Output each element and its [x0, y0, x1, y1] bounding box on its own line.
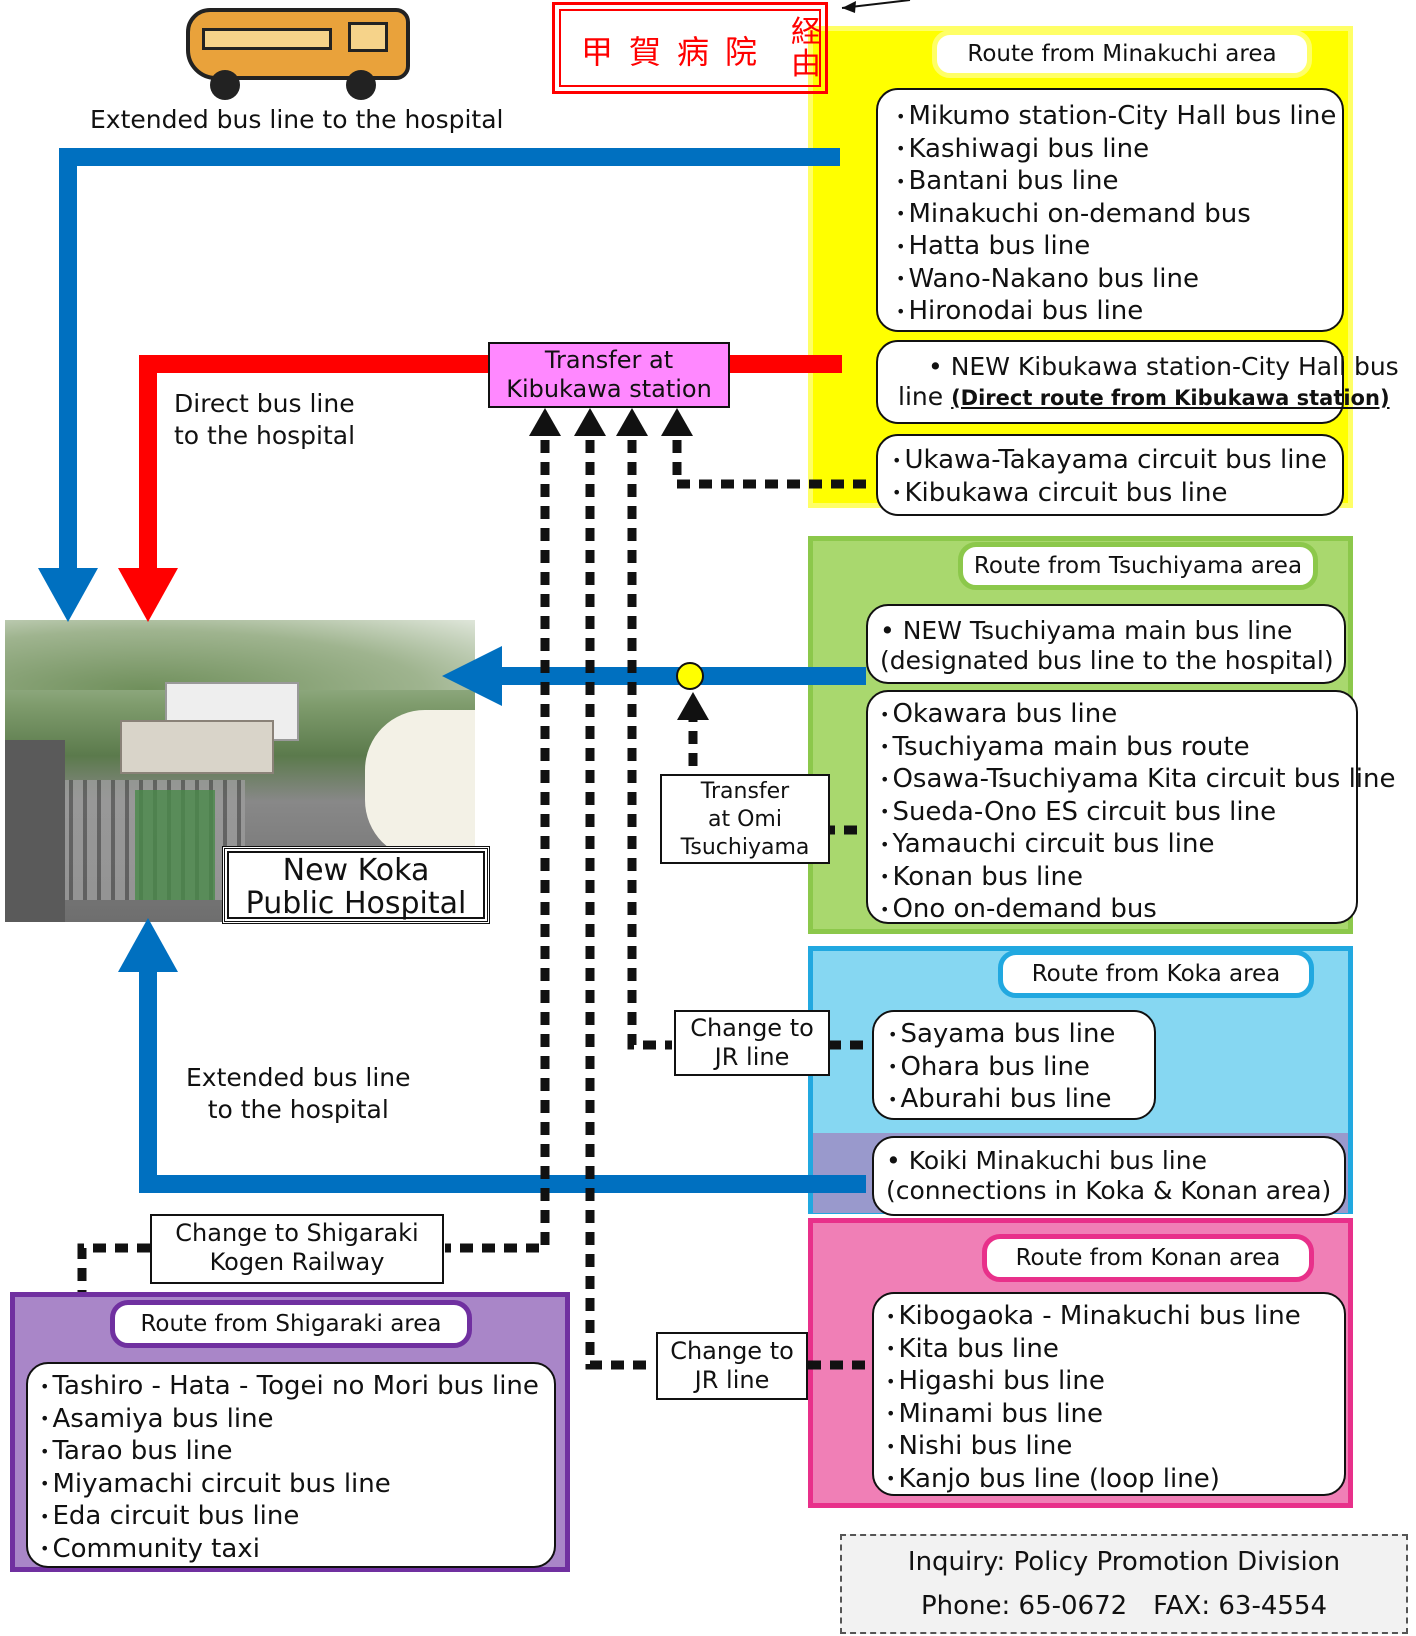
list-item: Ohara bus line — [888, 1051, 1154, 1084]
list-item: Kanjo bus line (loop line) — [886, 1463, 1344, 1496]
up-arrowheads — [529, 408, 709, 720]
list-item: Sueda-Ono ES circuit bus line — [880, 796, 1356, 829]
list-item: Aburahi bus line — [888, 1083, 1154, 1116]
dotted-kibukawa-circuit — [672, 440, 872, 489]
arrow-head-red — [118, 568, 178, 622]
arrow-head-blue-top — [38, 568, 98, 622]
list-item: Minakuchi on-demand bus — [896, 198, 1342, 231]
list-item: Tarao bus line — [40, 1435, 554, 1468]
designated-line-note: (designated bus line to the hospital) — [880, 646, 1334, 675]
list-item: Community taxi — [40, 1533, 554, 1566]
list-item: Wano-Nakano bus line — [896, 263, 1342, 296]
shigaraki-lines-box: Tashiro - Hata - Togei no Mori bus line … — [26, 1362, 556, 1568]
tsuchiyama-lines-box: Okawara bus line Tsuchiyama main bus rou… — [866, 690, 1396, 926]
inquiry-division: Inquiry: Policy Promotion Division — [907, 1547, 1341, 1577]
transfer-kibukawa-line1: Transfer at — [544, 346, 674, 374]
list-item: Hatta bus line — [896, 230, 1342, 263]
change-jr-note-konan: Change to JR line — [656, 1332, 808, 1400]
koka-title: Route from Koka area — [998, 950, 1314, 998]
arrow-head-blue-mid — [442, 646, 502, 706]
list-item: Tsuchiyama main bus route — [880, 731, 1356, 764]
change-jr-note-koka: Change to JR line — [674, 1010, 830, 1076]
list-item: Konan bus line — [880, 861, 1356, 894]
transfer-kibukawa-node: Transfer at Kibukawa station — [488, 342, 730, 408]
list-item: Bantani bus line — [896, 165, 1342, 198]
dotted-konan — [585, 440, 655, 1370]
bus-caption: Extended bus line to the hospital — [90, 105, 504, 134]
extended-line-label: Extended bus line to the hospital — [186, 1063, 411, 1124]
minakuchi-lines-box: Mikumo station-City Hall bus line Kashiw… — [876, 88, 1344, 332]
list-item: Higashi bus line — [886, 1365, 1344, 1398]
list-item: Asamiya bus line — [40, 1403, 554, 1436]
list-item: Osawa-Tsuchiyama Kita circuit bus line — [880, 763, 1395, 796]
list-item: Kita bus line — [886, 1333, 1344, 1366]
list-item: Ono on-demand bus — [880, 893, 1356, 926]
koiki-note: (connections in Koka & Konan area) — [886, 1176, 1332, 1205]
tsuchiyama-title: Route from Tsuchiyama area — [958, 542, 1318, 590]
hospital-stamp: 甲賀病院 経由 — [552, 2, 828, 94]
shigaraki-title: Route from Shigaraki area — [110, 1300, 472, 1348]
bus-icon — [186, 8, 412, 100]
konan-title: Route from Konan area — [982, 1234, 1314, 1282]
dotted-shigaraki — [445, 440, 550, 1253]
new-tsuchiyama-line: NEW Tsuchiyama main bus line — [902, 616, 1293, 645]
koiki-line: Koiki Minakuchi bus line — [908, 1146, 1207, 1175]
list-item: Tashiro - Hata - Togei no Mori bus line — [40, 1370, 554, 1403]
transfer-kibukawa-line2: Kibukawa station — [506, 375, 712, 403]
inquiry-phone: Phone: 65-0672 FAX: 63-4554 — [920, 1591, 1328, 1621]
list-item: Ukawa-Takayama circuit bus line — [892, 444, 1342, 477]
list-item: Okawara bus line — [880, 698, 1356, 731]
extended-line-bottom — [139, 970, 866, 1193]
list-item: Hironodai bus line — [896, 295, 1342, 328]
change-shigaraki-note: Change to Shigaraki Kogen Railway — [150, 1214, 444, 1284]
hospital-label: New Koka Public Hospital — [222, 846, 490, 924]
list-item: Sayama bus line — [888, 1018, 1154, 1051]
koka-lines-box: Sayama bus line Ohara bus line Aburahi b… — [872, 1010, 1156, 1120]
inquiry-box: Inquiry: Policy Promotion Division Phone… — [840, 1534, 1408, 1634]
minakuchi-title: Route from Minakuchi area — [932, 30, 1312, 78]
extended-line-top — [59, 148, 840, 570]
omi-transfer-node — [676, 662, 704, 690]
stamp-text: 甲賀病院 — [581, 33, 774, 71]
list-item: Eda circuit bus line — [40, 1500, 554, 1533]
list-item: Nishi bus line — [886, 1430, 1344, 1463]
direct-route-note: (Direct route from Kibukawa station) — [951, 386, 1390, 410]
arrow-head-blue-bottom — [118, 918, 178, 972]
kibukawa-new-line-box: • NEW Kibukawa station-City Hall bus lin… — [876, 340, 1399, 424]
new-kibukawa-line-cont: line — [898, 382, 944, 411]
list-item: Kashiwagi bus line — [896, 133, 1342, 166]
transfer-omi-note: Transfer at Omi Tsuchiyama — [660, 774, 830, 864]
list-item: Minami bus line — [886, 1398, 1344, 1431]
list-item: Mikumo station-City Hall bus line — [896, 100, 1342, 133]
list-item: Yamauchi circuit bus line — [880, 828, 1356, 861]
list-item: Kibogaoka - Minakuchi bus line — [886, 1300, 1344, 1333]
kibukawa-circuit-box: Ukawa-Takayama circuit bus line Kibukawa… — [876, 434, 1344, 516]
tsuchiyama-new-line-box: • NEW Tsuchiyama main bus line (designat… — [866, 604, 1346, 684]
dotted-koka — [627, 440, 672, 1050]
konan-lines-box: Kibogaoka - Minakuchi bus line Kita bus … — [872, 1292, 1346, 1496]
koiki-box: • Koiki Minakuchi bus line (connections … — [872, 1136, 1346, 1216]
list-item: Miyamachi circuit bus line — [40, 1468, 554, 1501]
list-item: Kibukawa circuit bus line — [892, 477, 1342, 510]
stamp-small-text: 経由 — [791, 15, 821, 82]
direct-line-label: Direct bus line to the hospital — [174, 389, 356, 450]
new-kibukawa-line: NEW Kibukawa station-City Hall bus — [950, 352, 1399, 381]
dotted-shigaraki-left — [77, 1243, 150, 1292]
